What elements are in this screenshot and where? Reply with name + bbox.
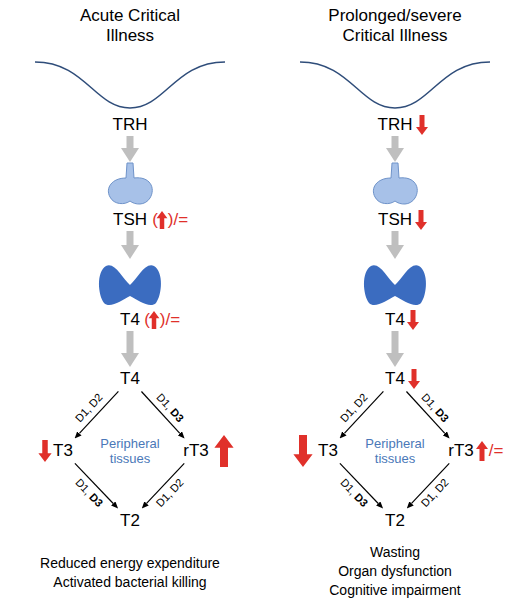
- hormone-node: TSH: [370, 163, 420, 230]
- hormone-node: rT3: [442, 440, 480, 462]
- axis-arrow: [392, 136, 399, 148]
- figure-text: Wasting: [280, 543, 510, 561]
- hormone-label: T3: [53, 441, 73, 461]
- decrease-arrow: [293, 435, 312, 467]
- hormone-label: TSH: [113, 210, 147, 230]
- enzyme-label: D1, D2: [419, 476, 452, 510]
- hormone-label: T2: [385, 511, 405, 531]
- hormone-node: T3: [311, 440, 345, 462]
- hormone-node: TRH: [300, 55, 490, 135]
- pituitary-icon: [108, 163, 152, 204]
- hormone-label: T4: [385, 310, 405, 330]
- hormone-node: T4: [378, 368, 412, 390]
- hypothalamus-curve: [300, 62, 490, 108]
- axis-arrow: [392, 231, 399, 245]
- figure-text: Peripheral tissues: [94, 436, 166, 466]
- hormone-label: rT3: [448, 441, 474, 461]
- axis-arrow: [127, 136, 134, 148]
- figure-text: Acute Critical Illness: [75, 6, 185, 46]
- connector-layer: [75, 136, 449, 503]
- figure-text: Peripheral tissues: [359, 436, 431, 466]
- hormone-label: T2: [120, 511, 140, 531]
- figure-text: Cognitive impairment: [280, 581, 510, 599]
- decrease-arrow: [38, 440, 51, 462]
- figure-text: (: [150, 210, 160, 230]
- increase-arrow: [214, 435, 233, 467]
- hormone-label: rT3: [183, 441, 209, 461]
- increase-arrow: [157, 211, 168, 229]
- hormone-node: TSH: [105, 163, 155, 230]
- axis-arrow: [127, 331, 134, 353]
- enzyme-label: D1, D3: [73, 476, 106, 510]
- hormone-node: T2: [378, 510, 412, 532]
- enzyme-label: D1, D2: [154, 476, 187, 510]
- hormone-label: T4: [385, 369, 405, 389]
- hormone-label: T4: [120, 369, 140, 389]
- hormone-node: T2: [113, 510, 147, 532]
- hormone-label: TRH: [113, 115, 148, 135]
- figure-text: Organ dysfunction: [280, 562, 510, 580]
- figure-text: )/=: [166, 210, 190, 230]
- hormone-node: T3: [46, 440, 80, 462]
- figure-text: (: [142, 310, 152, 330]
- decrease-arrow: [415, 210, 427, 230]
- hormone-node: TRH: [35, 55, 225, 135]
- figure-text: Prolonged/severe Critical Illness: [320, 6, 470, 46]
- decrease-arrow: [407, 310, 419, 330]
- figure-text: Reduced energy expenditure: [15, 554, 245, 572]
- figure-text: )/=: [158, 310, 182, 330]
- hormone-label: T4: [120, 310, 140, 330]
- acute-panel-art: [35, 62, 225, 305]
- enzyme-label: D1, D3: [154, 391, 187, 425]
- increase-arrow: [149, 311, 160, 329]
- thyroid-icon: [99, 265, 161, 305]
- decrease-arrow: [416, 115, 428, 135]
- hormone-node: rT3: [177, 440, 215, 462]
- thyroid-icon: [364, 265, 426, 305]
- enzyme-label: D1, D3: [419, 391, 452, 425]
- enzyme-label: D1, D3: [338, 476, 371, 510]
- pituitary-icon: [373, 163, 417, 204]
- hormone-label: TRH: [378, 115, 413, 135]
- enzyme-label: D1, D2: [73, 391, 106, 425]
- figure-text: Activated bacterial killing: [15, 573, 245, 591]
- figure-text: /=: [486, 441, 506, 461]
- hypothalamus-curve: [35, 62, 225, 108]
- hormone-node: T4: [113, 368, 147, 390]
- increase-arrow: [476, 441, 488, 461]
- prolonged-panel-art: [300, 62, 490, 305]
- hormone-node: T4: [95, 260, 165, 330]
- change-indicators: [38, 115, 488, 467]
- axis-arrow: [127, 231, 134, 245]
- hormone-label: TSH: [378, 210, 412, 230]
- decrease-arrow: [408, 369, 420, 389]
- hormone-node: T4: [360, 260, 430, 330]
- axis-arrow: [392, 331, 399, 353]
- hormone-label: T3: [318, 441, 338, 461]
- enzyme-label: D1, D2: [338, 391, 371, 425]
